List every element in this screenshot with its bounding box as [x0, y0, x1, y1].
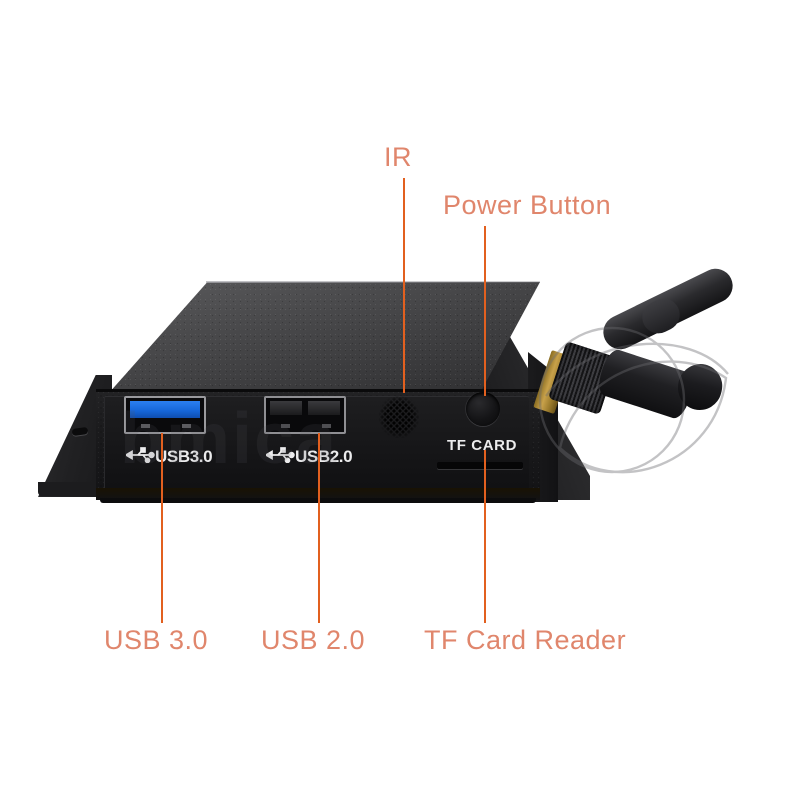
leader-line-tf-card	[484, 450, 486, 623]
usb-3-0-pin-left	[141, 424, 150, 428]
usb-2-0-silkscreen-label: USB2.0	[295, 447, 353, 466]
usb-2-0-pin-left	[281, 424, 290, 428]
callout-label-usb-3-0: USB 3.0	[104, 625, 209, 655]
callout-label-tf-card-reader: TF Card Reader	[424, 625, 627, 655]
ir-sensor-grid-icon	[379, 396, 419, 438]
leader-line-ir	[403, 178, 405, 393]
tf-card-slot-icon[interactable]	[437, 462, 523, 469]
chassis-top-texture	[108, 282, 540, 394]
usb-3-0-pin-right	[182, 424, 191, 428]
callout-label-ir: IR	[384, 142, 412, 172]
usb-3-0-blue-insert	[130, 401, 200, 418]
tf-card-silkscreen-label: TF CARD	[447, 437, 518, 454]
leader-line-power-button	[484, 226, 486, 396]
chassis-front-seam	[96, 389, 540, 392]
callout-label-power-button: Power Button	[443, 190, 612, 220]
usb-2-0-pin-right	[322, 424, 331, 428]
usb-2-0-tongue-right	[308, 401, 340, 415]
chassis-top-edge-highlight	[206, 281, 540, 283]
usb-trident-icon	[266, 447, 295, 463]
usb-3-0-silkscreen-label: USB3.0	[155, 447, 213, 466]
leader-line-usb-2-0	[318, 433, 320, 623]
usb-2-0-tongue-left	[270, 401, 302, 415]
usb-trident-icon	[126, 447, 155, 463]
leader-line-usb-3-0	[161, 433, 163, 623]
callout-label-usb-2-0: USB 2.0	[261, 625, 366, 655]
power-button-icon[interactable]	[466, 392, 500, 426]
